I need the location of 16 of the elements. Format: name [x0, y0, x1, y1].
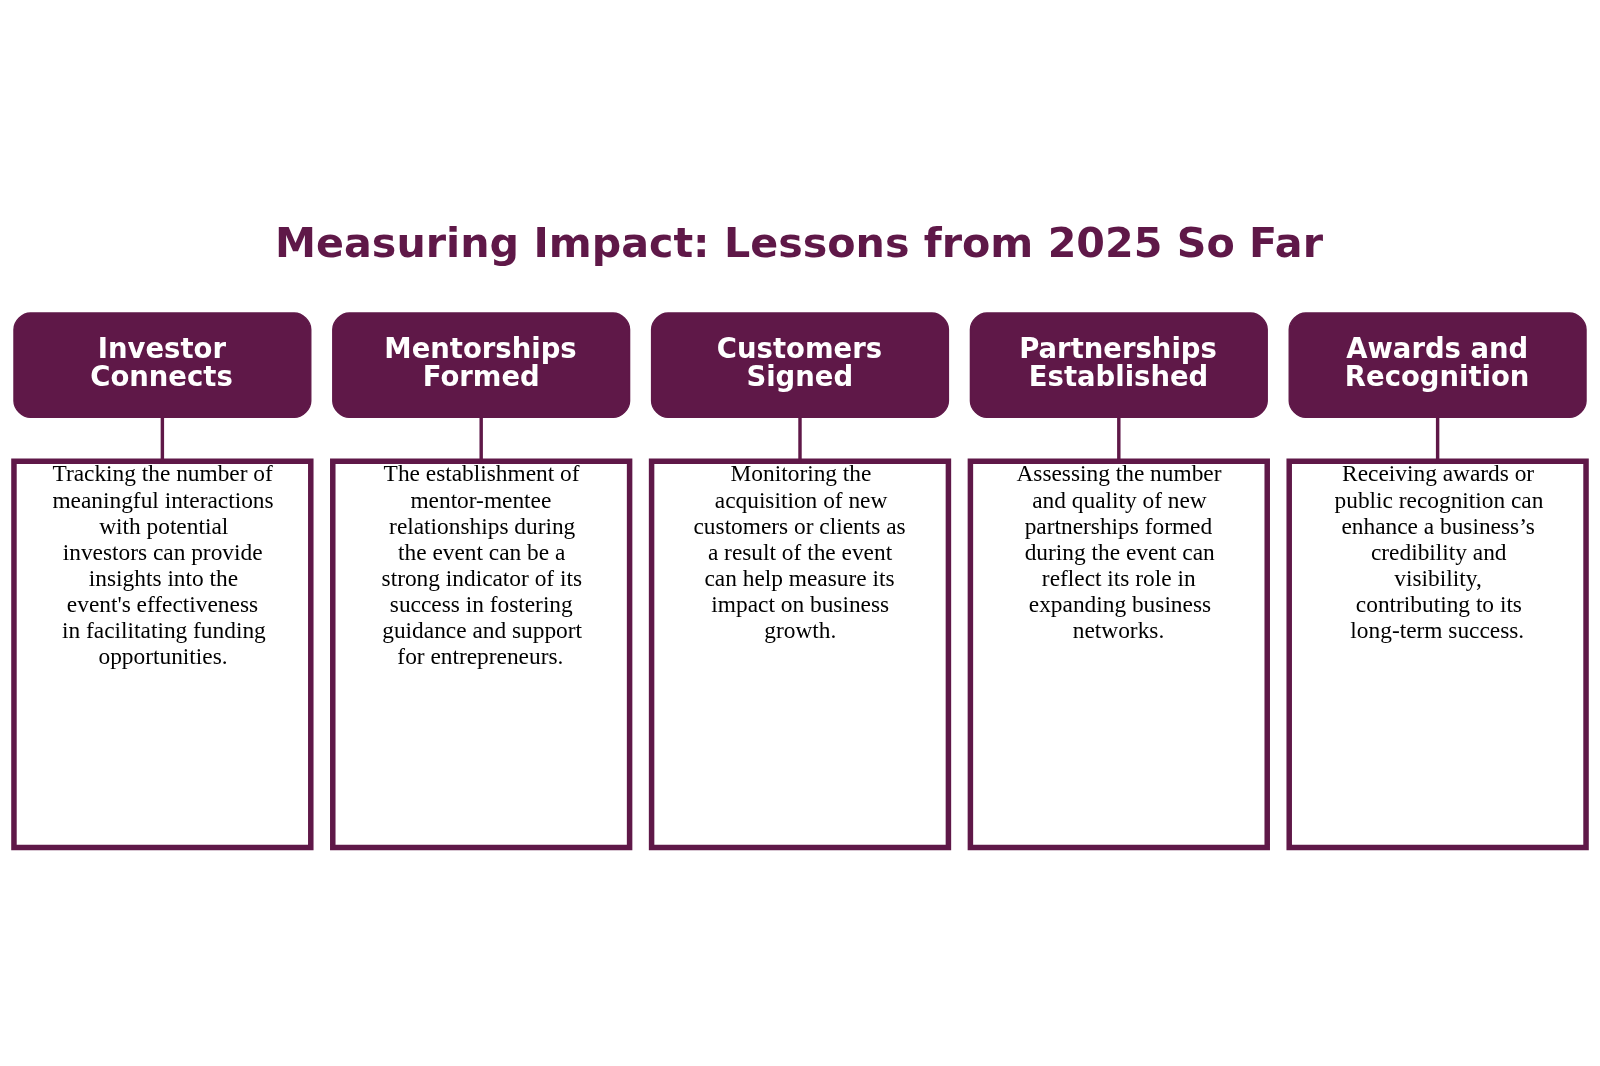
- node-box: Mentorships Formed: [332, 311, 631, 418]
- connector: [160, 417, 165, 461]
- connector: [479, 417, 483, 461]
- diagram-title: Measuring Impact: Lessons from 2025 So Far: [275, 218, 1323, 267]
- node-box: Tracking the number of meaningful interactions with potential investors can provide insights into the event's effectiveness in facilitating funding opportunities.: [11, 458, 314, 850]
- node-box: Receiving awards or public recognition can enhance a business’s credibility and visibility, contributing to its long-term success.: [1286, 458, 1589, 850]
- node-box: Investor Connects: [13, 311, 312, 418]
- connector: [1435, 417, 1440, 461]
- node-box: Partnerships Established: [969, 311, 1268, 418]
- node-box: Awards and Recognition: [1288, 311, 1587, 418]
- node-box: Assessing the number and quality of new partnerships formed during the event can reflect its role in expanding business networks.: [967, 458, 1270, 850]
- connector: [798, 417, 802, 461]
- node-box: The establishment of mentor-mentee relationships during the event can be a strong indicator of its success in fostering guidance and support for entrepreneurs.: [330, 458, 633, 850]
- connector: [1117, 417, 1121, 461]
- node-box: Monitoring the acquisition of new customers or clients as a result of the event can help measure its impact on business growth.: [648, 458, 952, 850]
- node-box: Customers Signed: [650, 311, 950, 418]
